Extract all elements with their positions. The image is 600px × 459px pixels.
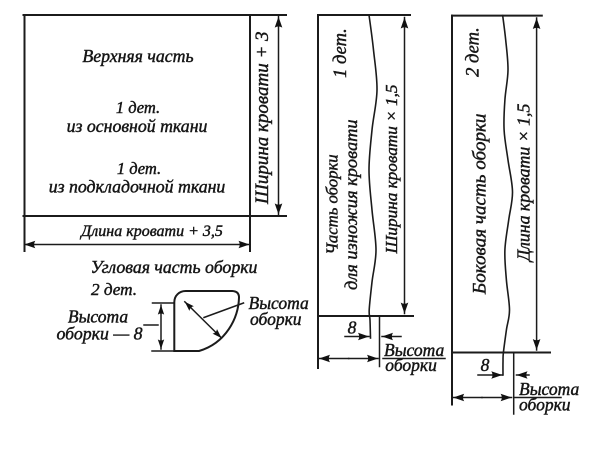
svg-text:оборки — 8: оборки — 8	[57, 324, 143, 344]
svg-text:Ширина кровати + 3: Ширина кровати + 3	[252, 31, 273, 205]
svg-text:1 дет.: 1 дет.	[117, 159, 161, 178]
svg-text:Длина кровати × 1,5: Длина кровати × 1,5	[514, 104, 534, 264]
svg-text:8: 8	[481, 355, 490, 375]
svg-text:Высота: Высота	[519, 379, 579, 399]
svg-text:оборки: оборки	[385, 355, 437, 375]
svg-text:Высота: Высота	[384, 340, 444, 360]
svg-text:2 дет.: 2 дет.	[464, 27, 484, 77]
svg-text:Высота: Высота	[249, 293, 309, 313]
svg-text:для изножия кровати: для изножия кровати	[341, 119, 361, 290]
svg-text:8: 8	[348, 318, 357, 338]
svg-text:2 дет.: 2 дет.	[91, 280, 137, 299]
svg-text:1 дет.: 1 дет.	[116, 98, 160, 117]
svg-text:оборки: оборки	[250, 309, 302, 329]
svg-text:Ширина кровати × 1,5: Ширина кровати × 1,5	[382, 84, 401, 254]
svg-text:Высота: Высота	[68, 307, 128, 327]
svg-text:из подкладочной ткани: из подкладочной ткани	[49, 177, 226, 197]
svg-text:Часть оборки: Часть оборки	[323, 154, 342, 254]
svg-text:оборки: оборки	[519, 395, 571, 415]
svg-text:Длина кровати + 3,5: Длина кровати + 3,5	[79, 223, 223, 240]
svg-text:из основной ткани: из основной ткани	[67, 116, 208, 136]
svg-text:Верхняя часть: Верхняя часть	[82, 46, 193, 66]
svg-text:1 дет.: 1 дет.	[331, 28, 351, 78]
svg-text:Боковая часть оборки: Боковая часть оборки	[470, 114, 491, 296]
svg-text:Угловая часть оборки: Угловая часть оборки	[91, 257, 258, 277]
